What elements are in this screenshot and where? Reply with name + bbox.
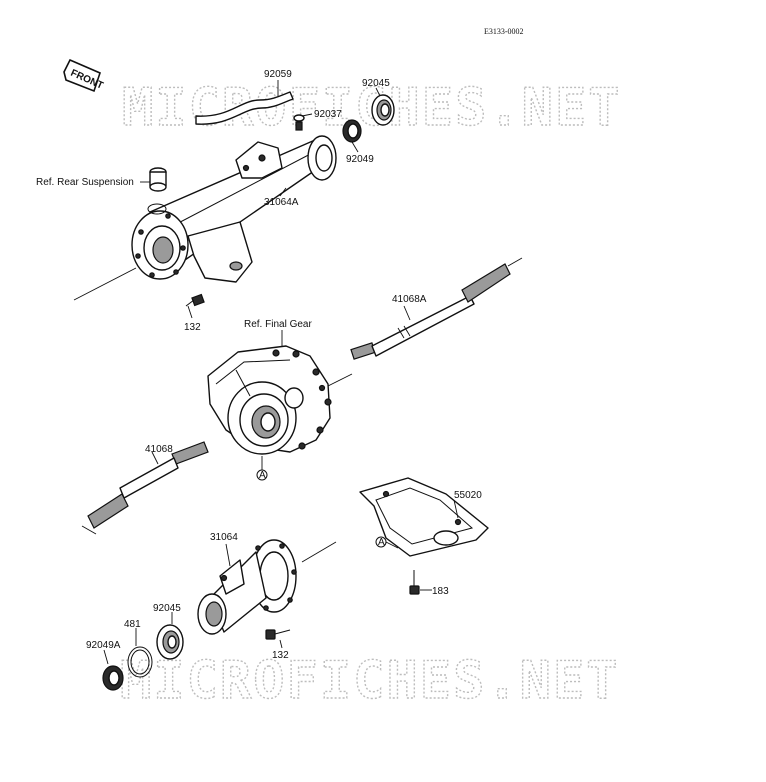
- bolt-132-bottom: [265, 629, 291, 640]
- label-92049a: 92049A: [86, 640, 121, 651]
- label-92045-bottom: 92045: [153, 603, 181, 614]
- oil-seal-92049a: [102, 665, 124, 691]
- drive-shaft-41068a: [350, 257, 523, 360]
- label-92045-top: 92045: [362, 78, 390, 89]
- guard-55020: [359, 477, 489, 557]
- oil-seal-92049-top: [342, 119, 362, 143]
- bolt-132-top: [185, 293, 205, 307]
- diagram-code: E3133-0002: [484, 27, 524, 36]
- label-92037: 92037: [314, 109, 342, 120]
- svg-text:A: A: [259, 470, 266, 481]
- label-ref-final-gear: Ref. Final Gear: [244, 319, 312, 330]
- label-132-bottom: 132: [272, 650, 289, 661]
- suspension-bushing: [149, 167, 167, 192]
- final-gear-case: [207, 345, 353, 455]
- bearing-92045-bottom: [156, 624, 184, 660]
- reference-a-middle: A: [256, 456, 268, 481]
- bolt-183: [409, 570, 420, 595]
- label-92049: 92049: [346, 154, 374, 165]
- label-41068a: 41068A: [392, 294, 427, 305]
- label-183: 183: [432, 586, 449, 597]
- part-labels: 92059 92037 92045 92049 Ref. Rear Suspen…: [36, 69, 482, 661]
- label-31064a: 31064A: [264, 197, 299, 208]
- label-55020: 55020: [454, 490, 482, 501]
- svg-text:A: A: [378, 537, 385, 548]
- label-31064: 31064: [210, 532, 238, 543]
- leader-lines: [103, 80, 459, 665]
- label-41068: 41068: [145, 444, 173, 455]
- drive-shaft-41068: [81, 441, 209, 535]
- label-132-top: 132: [184, 322, 201, 333]
- reference-a-guard: A: [375, 536, 399, 549]
- housing-31064: [197, 539, 297, 635]
- label-481: 481: [124, 619, 141, 630]
- front-arrow-icon: FRONT: [63, 58, 105, 93]
- label-92059: 92059: [264, 69, 292, 80]
- breather-hose-92059: [195, 91, 294, 125]
- watermark-top: MICROFICHES.NET: [122, 78, 622, 138]
- clamp-92037: [293, 114, 305, 131]
- bearing-92045-top: [371, 94, 395, 126]
- label-ref-rear-suspension: Ref. Rear Suspension: [36, 177, 134, 188]
- circlip-481: [127, 646, 153, 678]
- watermark-bottom: MICROFICHES.NET: [120, 651, 620, 711]
- housing-31064a: [131, 135, 337, 283]
